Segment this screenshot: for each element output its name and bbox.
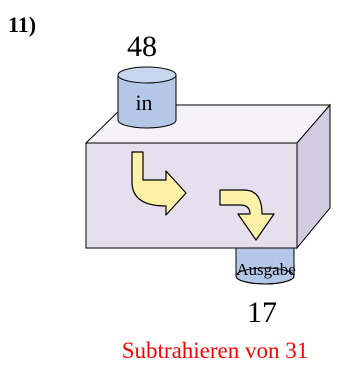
output-cylinder [235, 237, 295, 285]
input-label: in [135, 90, 152, 115]
output-label: Ausgabe [236, 260, 295, 279]
output-value: 17 [247, 296, 277, 329]
curved-arrow-down-icon [219, 189, 275, 241]
machine-box [84, 103, 332, 250]
input-value: 48 [127, 30, 157, 63]
box-front-face [85, 142, 298, 249]
input-cylinder: in [117, 66, 177, 129]
curved-arrow-icon [131, 151, 187, 216]
problem-number: 11) [8, 12, 36, 37]
rule-text: Subtrahieren von 31 [122, 338, 309, 363]
